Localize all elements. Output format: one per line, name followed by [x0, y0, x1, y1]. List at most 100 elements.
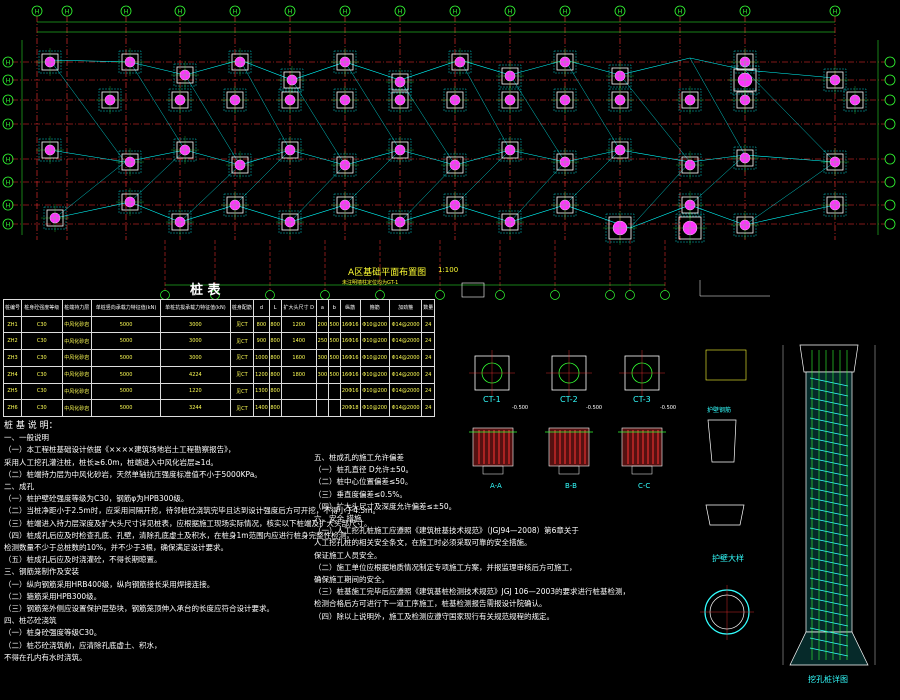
notes-right-line: （一）桩孔直径 D允许±50。	[314, 465, 413, 475]
table-cell: 800	[268, 349, 282, 367]
table-cell	[327, 382, 341, 401]
table-cell: 16Φ16	[339, 332, 361, 351]
tie-beam	[179, 164, 241, 223]
table-cell: d	[253, 299, 270, 317]
plan-piles	[36, 48, 869, 245]
table-cell: 见CT	[229, 399, 255, 417]
spiral-rebar	[809, 617, 849, 627]
spiral-rebar	[809, 387, 849, 397]
spiral-rebar	[809, 597, 849, 607]
tie-beam	[454, 149, 511, 206]
pile-top	[558, 465, 580, 475]
notes-right-line: 六、安全 措施	[314, 514, 362, 524]
spiral-rebar	[809, 507, 849, 517]
notes-right-line: （三）桩基施工完毕后应遵照《建筑基桩检测技术规范》JGJ 106—2003的要求…	[314, 587, 631, 597]
notes-left-line: （二）桩芯砼浇筑前，应清除孔底虚土、积水，	[4, 640, 162, 650]
bb-label: B-B	[565, 482, 577, 490]
table-cell: 5000	[90, 332, 162, 351]
tie-beam	[619, 74, 691, 163]
table-cell: ZH4	[2, 365, 23, 384]
table-cell: 800	[253, 315, 270, 334]
table-cell: 1600	[280, 349, 317, 367]
table-cell: 见CT	[229, 382, 255, 401]
table-cell: 加劲箍	[388, 299, 423, 317]
tie-beam	[49, 149, 836, 166]
table-cell: 1200	[280, 315, 317, 334]
table-cell: 24	[421, 399, 435, 417]
axis-bubble	[174, 5, 186, 17]
table-cell: L	[268, 299, 282, 317]
notes-left-line: 四、桩芯砼浇筑	[4, 616, 57, 626]
table-cell: Φ10@200	[359, 332, 390, 351]
tie-beam	[509, 74, 566, 163]
table-cell: Φ14@2000	[388, 365, 423, 384]
table-cell: 中风化砂岩	[61, 315, 92, 334]
table-cell: 800	[268, 332, 282, 351]
table-cell: Φ14@2000	[388, 349, 423, 367]
table-cell: 3000	[160, 349, 231, 367]
table-cell: 中风化砂岩	[61, 365, 92, 384]
pile-table-title: 桩 表	[190, 283, 221, 298]
table-cell: 见CT	[229, 315, 255, 334]
notes-right-line: 确保施工期间的安全。	[314, 575, 389, 585]
table-cell: 1800	[280, 365, 317, 384]
table-cell: 800	[268, 382, 282, 401]
axis-label: H	[6, 180, 11, 187]
table-cell: 5000	[90, 315, 162, 334]
spiral-rebar	[809, 577, 849, 587]
table-cell: 中风化砂岩	[61, 349, 92, 367]
notes-right: 五、桩成孔的施工允许偏差（一）桩孔直径 D允许±50。（二）桩中心位置偏差≤50…	[314, 452, 630, 623]
ct2-label: CT-2	[560, 395, 578, 404]
level-2: -0.500	[586, 405, 603, 411]
table-cell: ZH3	[2, 349, 23, 367]
spiral-rebar	[809, 567, 849, 577]
table-cell: 300	[315, 349, 329, 367]
table-cell: 16Φ16	[339, 315, 361, 334]
tie-beam	[184, 74, 241, 166]
table-cell: 桩身砼强度等级	[21, 299, 63, 317]
plan-title: A区基础平面布置图	[348, 268, 427, 278]
table-cell: 桩编号	[2, 299, 23, 317]
table-cell: 16Φ16	[339, 349, 361, 367]
spiral-rebar	[809, 517, 849, 527]
notes-left-line: （二）当桩净距小于2.5m时，应采用间隔开挖，待邻桩砼浇筑完毕且达到设计强度后方…	[4, 506, 380, 516]
table-cell: 桩身配筋	[229, 299, 255, 317]
axis-bubble	[2, 199, 14, 211]
spiral-rebar	[809, 647, 849, 657]
table-cell: 中风化砂岩	[61, 399, 92, 417]
axis-label: H	[6, 98, 11, 105]
table-cell: ZH6	[2, 399, 23, 417]
axis-bubble	[2, 153, 14, 165]
axis-bubble	[61, 5, 73, 17]
notes-right-line: 检测合格后方可进行下一道工序施工，桩基检测报告需报设计院确认。	[314, 599, 547, 609]
table-cell: 500	[327, 349, 341, 367]
tie-beam	[129, 149, 186, 203]
axis-label: H	[178, 9, 183, 16]
table-cell: 500	[327, 315, 341, 334]
table-cell: 1400	[280, 332, 317, 351]
table-cell: 24	[421, 332, 435, 351]
axis-bubble	[884, 94, 896, 106]
axis-bubble	[2, 176, 14, 188]
axis-bubble	[660, 290, 670, 300]
spiral-rebar	[809, 527, 849, 537]
notes-right-line: （二）桩中心位置偏差≤50。	[314, 477, 413, 487]
table-cell: 5000	[90, 399, 162, 417]
axis-bubble	[449, 5, 461, 17]
table-cell: 箍筋	[359, 299, 390, 317]
table-cell: Φ14@2000	[388, 382, 423, 401]
tie-beam	[54, 201, 836, 229]
axis-bubble	[2, 56, 14, 68]
table-cell: C30	[21, 365, 63, 384]
table-cell: Φ10@200	[359, 365, 390, 384]
pile-bell	[789, 631, 869, 666]
table-cell: 单桩抗拔承载力特征值(kN)	[160, 299, 231, 317]
table-cell: Φ14@2000	[388, 315, 423, 334]
axis-bubble	[739, 5, 751, 17]
tie-beam	[459, 59, 511, 151]
